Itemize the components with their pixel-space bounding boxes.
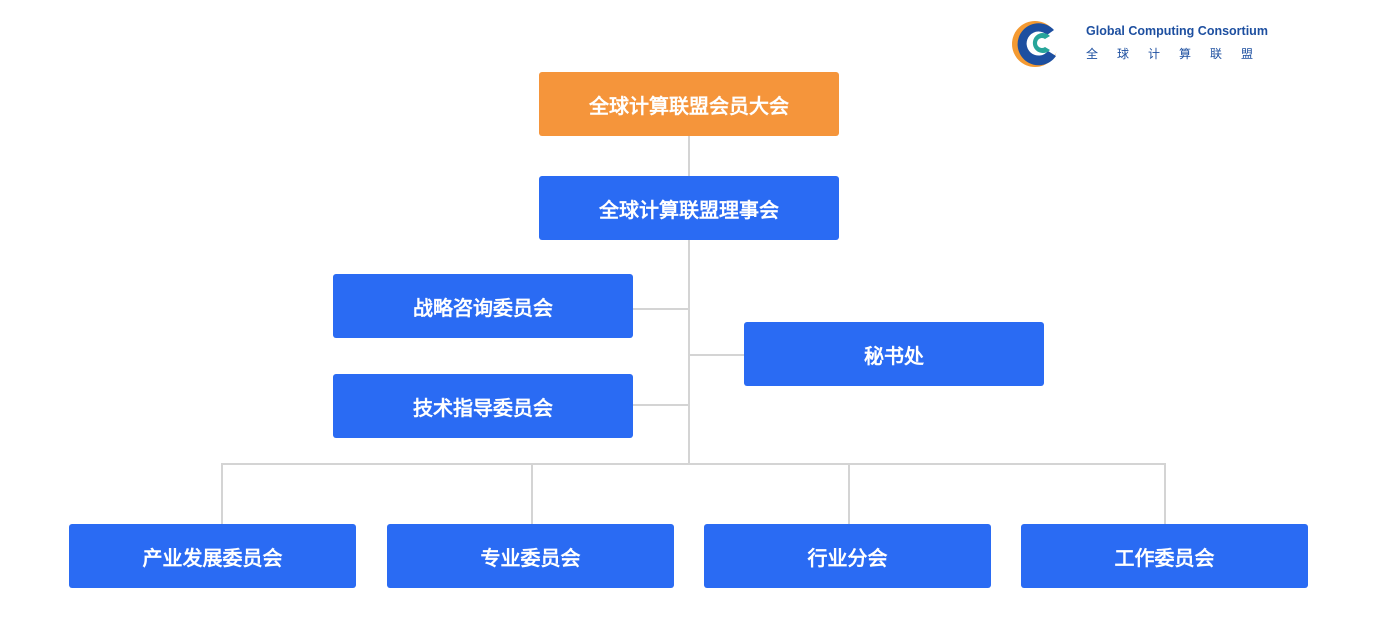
node-council: 全球计算联盟理事会 bbox=[539, 176, 839, 240]
connector-bottom-1 bbox=[221, 463, 223, 524]
connector-trunk bbox=[688, 136, 690, 464]
node-strategy-committee: 战略咨询委员会 bbox=[333, 274, 633, 338]
connector-bottom-bar bbox=[221, 463, 1166, 465]
connector-technical bbox=[633, 404, 689, 406]
connector-bottom-2 bbox=[531, 463, 533, 524]
node-working-committee: 工作委员会 bbox=[1021, 524, 1308, 588]
connector-bottom-4 bbox=[1164, 463, 1166, 524]
node-secretariat: 秘书处 bbox=[744, 322, 1044, 386]
consortium-logo-icon bbox=[1012, 21, 1059, 67]
connector-bottom-3 bbox=[848, 463, 850, 524]
node-industry-development: 产业发展委员会 bbox=[69, 524, 356, 588]
consortium-logo: Global Computing Consortium 全球计算联盟 bbox=[1006, 18, 1276, 70]
connector-secretariat bbox=[689, 354, 744, 356]
node-industry-branch: 行业分会 bbox=[704, 524, 991, 588]
node-member-assembly: 全球计算联盟会员大会 bbox=[539, 72, 839, 136]
logo-name-cn: 全球计算联盟 bbox=[1086, 47, 1273, 61]
logo-name-en: Global Computing Consortium bbox=[1086, 24, 1268, 38]
node-technical-committee: 技术指导委员会 bbox=[333, 374, 633, 438]
node-professional-committee: 专业委员会 bbox=[387, 524, 674, 588]
connector-strategy bbox=[633, 308, 689, 310]
